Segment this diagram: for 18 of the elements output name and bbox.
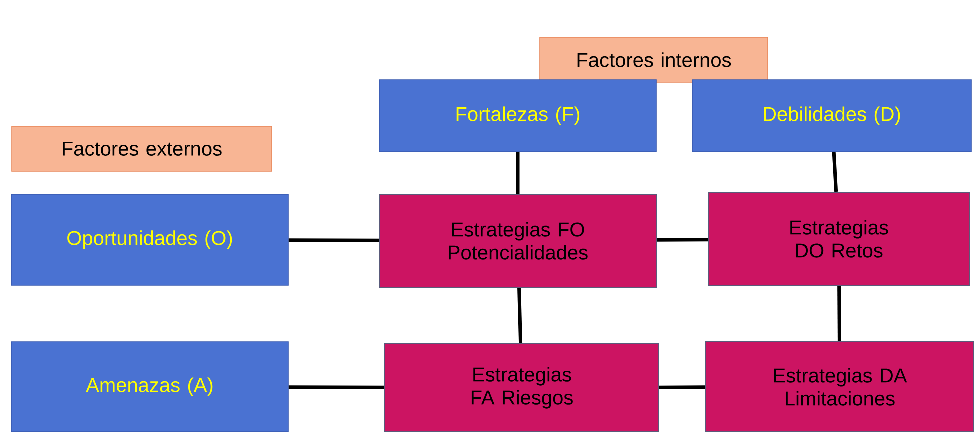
header-box: Factores internos [540, 37, 768, 83]
connector-line [657, 238, 708, 242]
connector-line [288, 238, 379, 242]
factor-box: Amenazas (A) [11, 342, 289, 432]
factor-box: Debilidades (D) [692, 80, 972, 152]
connector-line [288, 386, 385, 390]
strategy-box: Estrategias FA Riesgos [384, 344, 660, 432]
connector-line [832, 152, 838, 192]
factor-box: Fortalezas (F) [379, 80, 657, 152]
header-box: Factores externos [12, 126, 272, 172]
strategy-box: Estrategias FO Potencialidades [379, 194, 657, 288]
strategy-box: Estrategias DA Limitaciones [706, 342, 974, 432]
strategy-box: Estrategias DO Retos [708, 192, 970, 286]
connector-line [660, 386, 706, 390]
connector-line [838, 286, 842, 342]
factor-box: Oportunidades (O) [11, 194, 289, 286]
connector-line [518, 288, 523, 344]
connector-line [516, 152, 520, 194]
